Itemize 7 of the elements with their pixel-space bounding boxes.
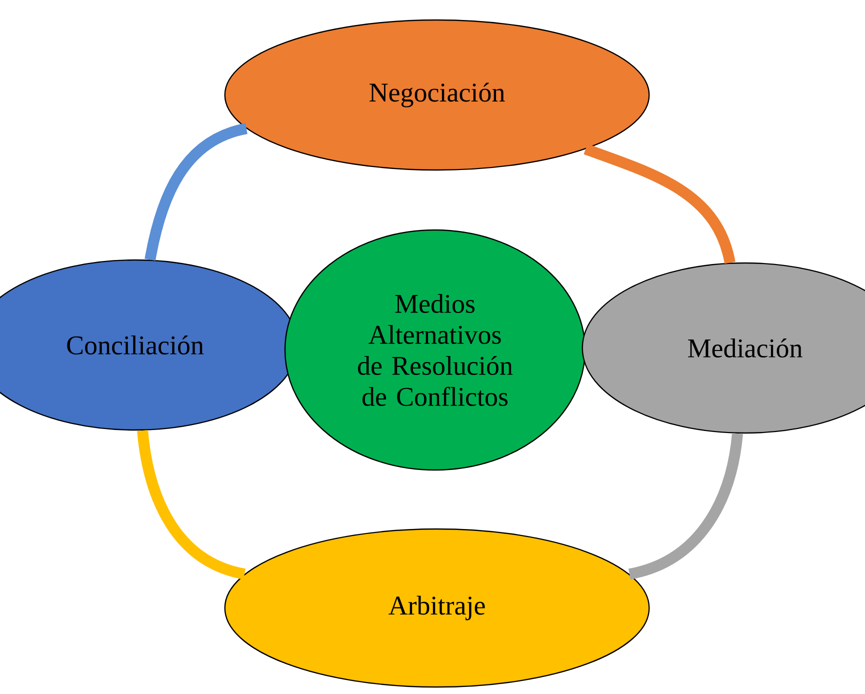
ring-arc	[137, 430, 246, 580]
ellipse-node: Arbitraje	[224, 528, 650, 688]
ellipse-node: Negociación	[224, 19, 650, 171]
ellipse-node: Mediación	[582, 262, 865, 434]
ring-arc	[628, 432, 743, 580]
ring-arc	[144, 123, 248, 261]
ring-arc	[584, 144, 736, 264]
